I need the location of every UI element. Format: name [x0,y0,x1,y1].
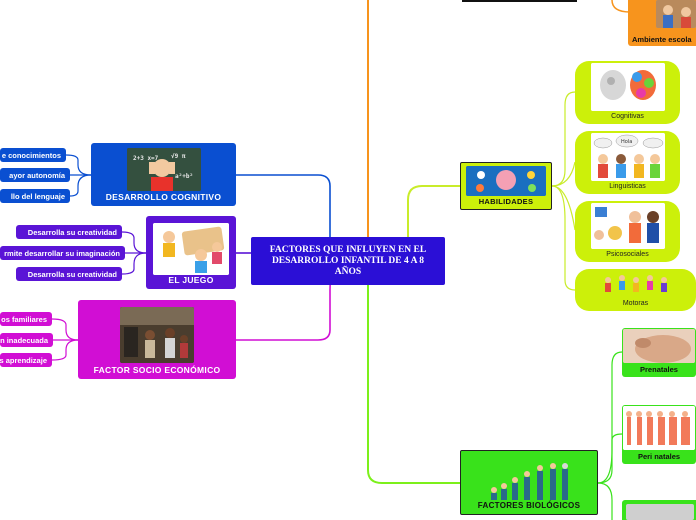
node-ambiente-escolar-label: Ambiente escola [632,35,692,44]
brain-skills-image [466,166,546,196]
socio-leaf-2[interactable]: n inadecuada [0,333,53,347]
habilidad-psicosociales-label: Psicosociales [606,251,649,258]
children-playing-image [153,223,229,275]
node-factores-biologicos[interactable]: FACTORES BIOLÓGICOS [460,450,598,515]
habilidad-motoras[interactable]: Motoras [575,269,696,311]
habilidad-psicosociales[interactable]: Psicosociales [575,201,680,262]
cognitivo-leaf-3[interactable]: llo del lenguaje [0,189,70,203]
node-el-juego[interactable]: EL JUEGO [146,216,236,289]
node-factor-socio-economico[interactable]: FACTOR SOCIO ECONÓMICO [78,300,236,379]
juego-leaf-1[interactable]: Desarrolla su creatividad [16,225,122,239]
cognitivo-leaf-1[interactable]: e conocimientos [0,148,66,162]
children-speaking-image: Hola [590,133,665,181]
svg-text:Hola: Hola [621,139,632,145]
node-factor-socio-economico-label: FACTOR SOCIO ECONÓMICO [93,365,221,375]
biologico-peri-natales[interactable]: Peri natales [622,405,696,464]
growth-stages-image [488,458,570,500]
juego-leaf-3[interactable]: Desarrolla su creatividad [16,267,122,281]
third-card-image [626,504,694,520]
node-habilidades[interactable]: HABILIDADES [460,162,552,210]
top-node-fragment [462,0,577,2]
juego-leaf-2[interactable]: rmite desarrollar su imaginación [0,246,125,260]
biologico-peri-natales-label: Peri natales [637,452,681,461]
colorful-brains-image [590,63,665,111]
cognitivo-leaf-2[interactable]: ayor autonomía [0,168,70,182]
node-habilidades-label: HABILIDADES [478,197,534,206]
school-classroom-image [656,0,696,28]
node-el-juego-label: EL JUEGO [168,275,214,285]
svg-text:2+3 x=7: 2+3 x=7 [133,155,159,162]
poor-children-image [120,307,194,363]
node-desarrollo-cognitivo-label: DESARROLLO COGNITIVO [105,192,222,202]
habilidad-motoras-label: Motoras [622,300,649,307]
pregnant-belly-image [623,329,695,363]
people-interaction-image [590,203,665,249]
habilidad-linguisticas[interactable]: Hola Linguisticas [575,131,680,194]
central-topic-label: FACTORES QUE INFLUYEN EN EL DESARROLLO I… [269,244,427,277]
habilidad-linguisticas-label: Linguisticas [609,183,646,190]
habilidad-cognitivas-label: Cognitivas [611,113,644,120]
svg-text:√9 π: √9 π [171,153,186,160]
biologico-prenatales[interactable]: Prenatales [622,328,696,377]
node-desarrollo-cognitivo[interactable]: 2+3 x=7 √9 π a²+b² DESARROLLO COGNITIVO [91,143,236,206]
node-factores-biologicos-label: FACTORES BIOLÓGICOS [477,501,581,510]
biologico-third-card[interactable] [622,500,696,520]
child-chalkboard-image: 2+3 x=7 √9 π a²+b² [126,148,201,191]
habilidad-cognitivas[interactable]: Cognitivas [575,61,680,124]
pregnancy-stages-image [623,406,695,450]
central-topic[interactable]: FACTORES QUE INFLUYEN EN EL DESARROLLO I… [251,237,445,285]
children-exercising-image [599,272,672,298]
node-ambiente-escolar[interactable]: Ambiente escola [628,0,696,46]
biologico-prenatales-label: Prenatales [640,365,678,374]
svg-text:a²+b²: a²+b² [175,173,193,180]
socio-leaf-3[interactable]: s aprendizaje [0,353,52,367]
socio-leaf-1[interactable]: os familiares [0,312,52,326]
